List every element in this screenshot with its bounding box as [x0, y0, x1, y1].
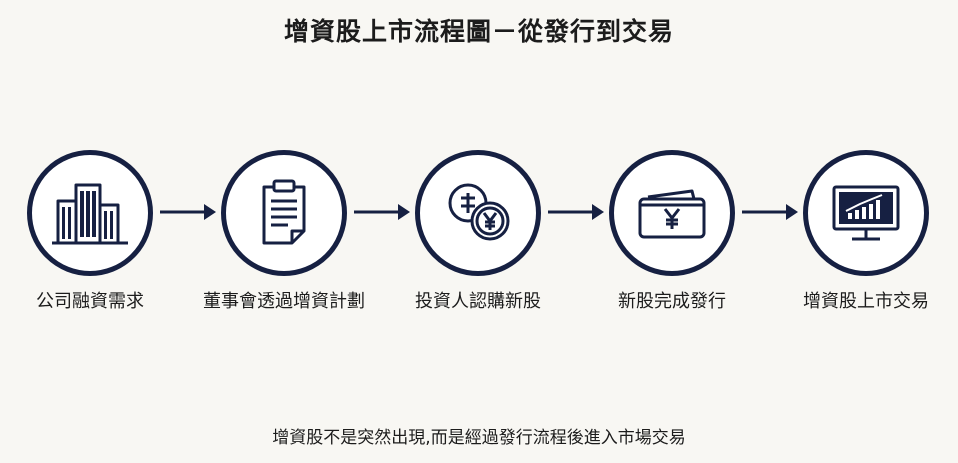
- step-investor-subscription: [415, 150, 541, 276]
- arrow-right-icon: [742, 204, 798, 220]
- step-circle: [415, 150, 541, 276]
- step-label: 投資人認購新股: [415, 291, 541, 312]
- step-issuance-complete: [609, 150, 735, 276]
- step-label: 董事會透過增資計劃: [203, 291, 365, 312]
- stock-monitor-icon: [832, 185, 900, 241]
- step-label: 公司融資需求: [36, 291, 144, 312]
- step-circle: [221, 150, 347, 276]
- step-circle: [609, 150, 735, 276]
- step-label: 增資股上市交易: [803, 291, 929, 312]
- step-circle: [27, 150, 153, 276]
- step-company-financing: [27, 150, 153, 276]
- step-label: 新股完成發行: [618, 291, 726, 312]
- arrow-right-icon: [354, 204, 410, 220]
- arrow-right-icon: [548, 204, 604, 220]
- step-circle: [803, 150, 929, 276]
- wallet-icon: [638, 189, 706, 239]
- clipboard-document-icon: [262, 179, 306, 245]
- coins-icon: [448, 183, 510, 241]
- page-title: 增資股上市流程圖－從發行到交易: [283, 17, 674, 46]
- footer-note: 增資股不是突然出現,而是經過發行流程後進入市場交易: [272, 428, 686, 448]
- step-listing-trading: [803, 150, 929, 276]
- office-building-icon: [52, 183, 128, 245]
- step-board-approval: [221, 150, 347, 276]
- arrow-right-icon: [160, 204, 216, 220]
